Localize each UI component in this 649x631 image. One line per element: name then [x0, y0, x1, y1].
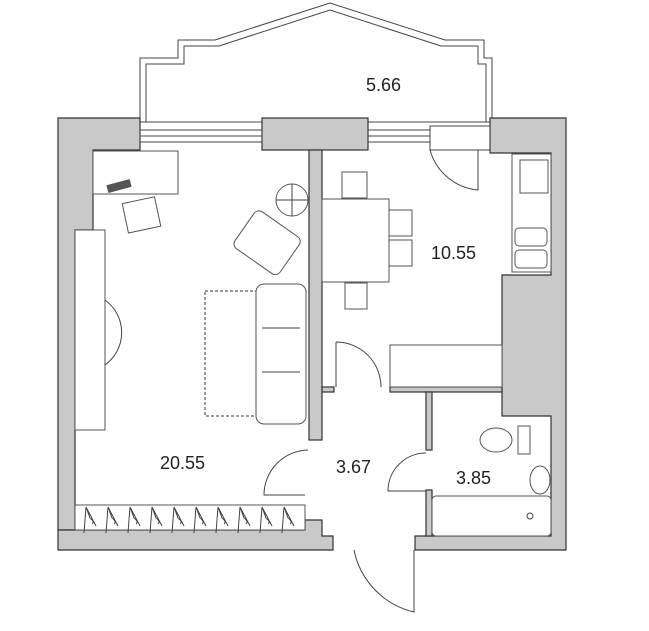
balcony-door: [429, 149, 479, 191]
partition-bath-b: [425, 489, 433, 537]
hanger-icon: [259, 506, 273, 534]
hanger-icon: [281, 506, 295, 534]
bath-door: [387, 452, 427, 492]
doors: [263, 149, 479, 613]
walls: [57, 117, 567, 551]
hanger-icon: [215, 506, 229, 534]
wall-between-windows: [261, 117, 369, 151]
living-room-area: 20.55: [160, 453, 205, 473]
hanger-icon: [149, 506, 163, 534]
bathroom-area: 3.85: [456, 468, 491, 488]
outer-wall-right: [414, 117, 567, 551]
hanger-icon: [193, 506, 207, 534]
hanger-icon: [171, 506, 185, 534]
hanger-icon: [127, 506, 141, 534]
bathroom-fixtures: [431, 425, 552, 537]
entrance-door: [353, 549, 415, 613]
hallway-area: 3.67: [336, 457, 371, 477]
hanger-icon: [105, 506, 119, 534]
wardrobe: [74, 504, 306, 534]
balcony: [139, 2, 493, 123]
partition-kitchen-hall-b: [389, 386, 503, 393]
hanger-icon: [83, 506, 97, 534]
kitchen-area: 10.55: [431, 243, 476, 263]
partition-living-kitchen: [308, 149, 323, 441]
balcony-area: 5.66: [366, 75, 401, 95]
windows: [139, 125, 491, 151]
living-door: [263, 449, 309, 496]
partition-kitchen-hall-a: [321, 386, 335, 393]
hanger-icon: [237, 506, 251, 534]
kitchen-door: [335, 341, 382, 388]
kitchen-furniture: [321, 153, 552, 388]
partition-bath-a: [425, 391, 433, 451]
living-furniture: [74, 150, 309, 431]
